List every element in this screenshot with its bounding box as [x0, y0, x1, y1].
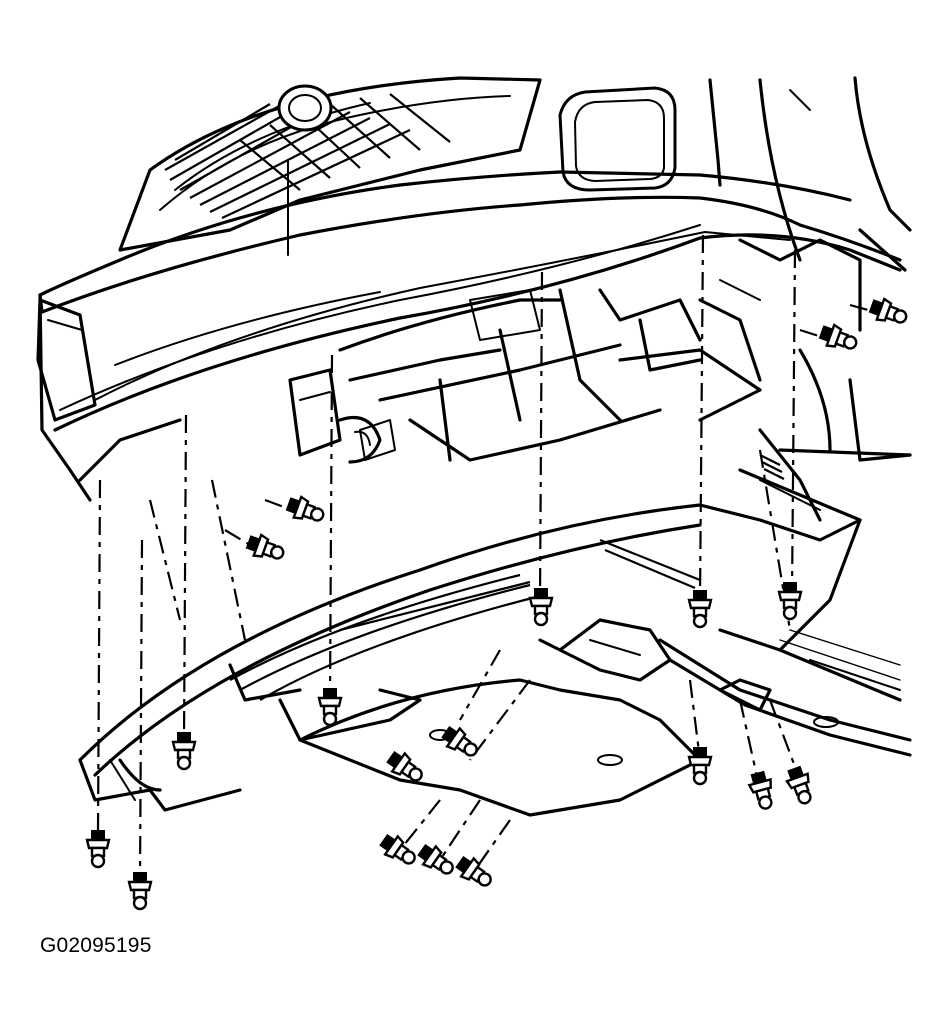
alignment-lines: [96, 234, 802, 881]
left-lamp: [36, 298, 97, 422]
fastener-6-icon: [687, 588, 713, 629]
fastener-14-icon: [413, 839, 460, 882]
right-fog-lamp: [558, 86, 677, 192]
fastener-9-icon: [745, 768, 779, 813]
frame-and-crossmember: [288, 238, 862, 522]
fastener-18-icon: [866, 294, 911, 331]
fastener-12-icon: [437, 721, 484, 764]
fastener-1-icon: [85, 828, 111, 869]
fastener-3-icon: [171, 730, 197, 771]
fastener-5-icon: [528, 586, 554, 627]
right-fender: [708, 76, 912, 462]
fastener-2-icon: [127, 870, 153, 911]
air-deflector-panel: [78, 448, 912, 817]
fastener-10-icon: [782, 763, 819, 808]
fastener-15-icon: [451, 851, 498, 894]
front-bumper-fascia: [38, 170, 902, 502]
fastener-13-icon: [375, 829, 422, 872]
side-fastener-leaders: [224, 303, 876, 546]
fastener-17-icon: [243, 530, 288, 567]
figure-id-label: G02095195: [40, 934, 152, 957]
fastener-4-icon: [317, 686, 343, 727]
grille-assembly: [118, 76, 542, 256]
